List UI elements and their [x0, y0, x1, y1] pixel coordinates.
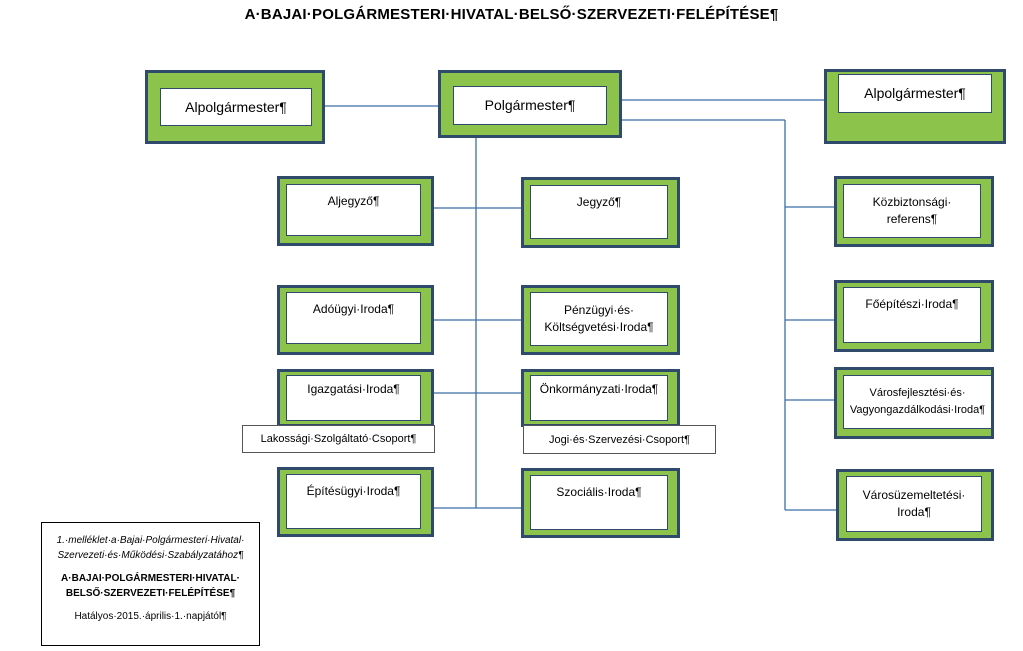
- annex-title-line1: A·BAJAI·POLGÁRMESTERI·HIVATAL·: [61, 573, 240, 584]
- onkormanyzati-label: Önkormányzati·Iroda¶: [530, 375, 668, 421]
- annex-note: 1.·melléklet·a·Bajai·Polgármesteri·Hivat…: [41, 522, 260, 646]
- aljegyzo-label: Aljegyző¶: [286, 184, 421, 236]
- varosuzemeltetesi-label: Városüzemeltetési· Iroda¶: [846, 476, 982, 532]
- right-deputy-label: Alpolgármester¶: [838, 74, 992, 113]
- lakossagi-group: Lakossági·Szolgáltató·Csoport¶: [242, 425, 435, 453]
- kozbiztonsagi-label: Közbiztonsági· referens¶: [843, 184, 981, 238]
- jogi-group: Jogi·és·Szervezési·Csoport¶: [523, 425, 716, 454]
- varosfejlesztesi-line1: Városfejlesztési·és·: [869, 387, 966, 399]
- mayor-label: Polgármester¶: [453, 86, 607, 125]
- penzugyi-line1: Pénzügyi·és·: [563, 303, 635, 317]
- varosfejlesztesi-line2: Vagyongazdálkodási·Iroda¶: [849, 404, 986, 416]
- varosuzemeltetesi-line1: Városüzemeltetési·: [862, 488, 966, 502]
- annex-validity: Hatályos·2015.·április·1.·napjától¶: [74, 611, 227, 622]
- left-deputy-label: Alpolgármester¶: [160, 88, 312, 126]
- penzugyi-label: Pénzügyi·és· Költségvetési·Iroda¶: [530, 292, 668, 346]
- epitesugyi-label: Építésügyi·Iroda¶: [286, 474, 421, 529]
- annex-title: A·BAJAI·POLGÁRMESTERI·HIVATAL· BELSŐ·SZE…: [42, 571, 259, 601]
- kozbiztonsagi-line1: Közbiztonsági·: [872, 195, 952, 209]
- kozbiztonsagi-line2: referens¶: [886, 212, 938, 226]
- penzugyi-line2: Költségvetési·Iroda¶: [544, 320, 654, 334]
- annex-reference-line1: 1.·melléklet·a·Bajai·Polgármesteri·Hivat…: [56, 535, 245, 546]
- page-title: A·BAJAI·POLGÁRMESTERI·HIVATAL·BELSŐ·SZER…: [244, 6, 779, 23]
- foepiteszi-label: Főépítészi·Iroda¶: [843, 287, 981, 343]
- szocialis-label: Szociális·Iroda¶: [530, 475, 668, 530]
- annex-reference: 1.·melléklet·a·Bajai·Polgármesteri·Hivat…: [42, 533, 259, 563]
- igazgatasi-label: Igazgatási·Iroda¶: [286, 375, 421, 421]
- varosuzemeltetesi-line2: Iroda¶: [897, 505, 931, 519]
- annex-reference-line2: Szervezeti·és·Működési·Szabályzatához¶: [57, 550, 244, 561]
- annex-title-line2: BELSŐ·SZERVEZETI·FELÉPÍTÉSE¶: [65, 588, 236, 599]
- jegyzo-label: Jegyző¶: [530, 185, 668, 239]
- varosfejlesztesi-label: Városfejlesztési·és· Vagyongazdálkodási·…: [843, 375, 992, 429]
- adougyi-label: Adóügyi·Iroda¶: [286, 292, 421, 344]
